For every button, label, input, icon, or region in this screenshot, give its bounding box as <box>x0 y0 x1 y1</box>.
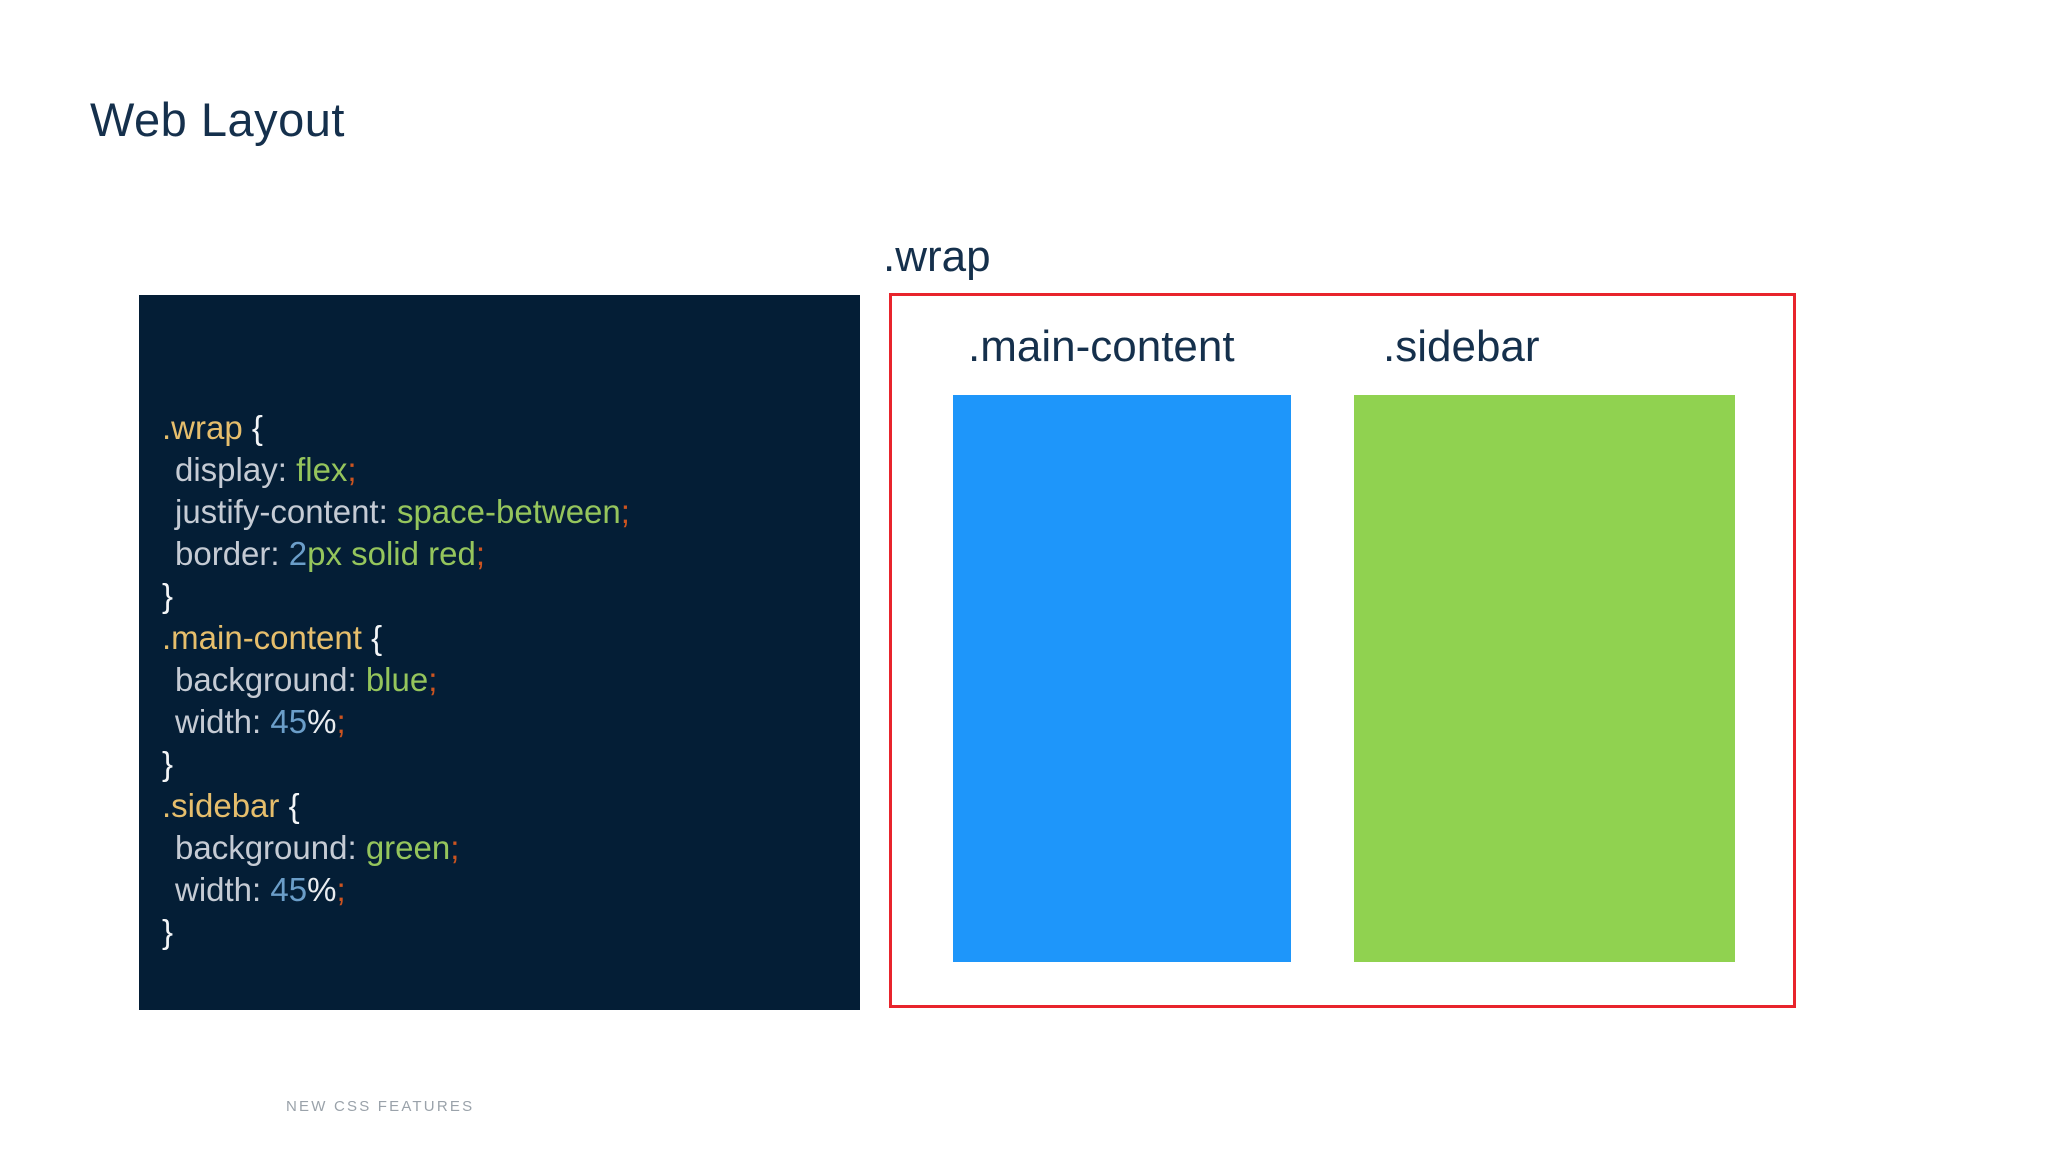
slide-footer: NEW CSS FEATURES <box>286 1098 475 1115</box>
main-content-label: .main-content <box>968 322 1235 371</box>
code-line: .wrap { <box>162 407 840 449</box>
slide-title: Web Layout <box>90 93 345 146</box>
code-line: } <box>162 575 840 617</box>
code-token-semicolon: ; <box>336 703 346 740</box>
code-line: background: blue; <box>162 659 840 701</box>
code-line: } <box>162 911 840 953</box>
code-token-number: 45 <box>270 871 308 908</box>
code-token-brace: } <box>162 745 174 782</box>
code-token-property: background: <box>175 829 366 866</box>
code-token-semicolon: ; <box>475 535 486 572</box>
code-token-property: border: <box>175 535 289 572</box>
code-line: display: flex; <box>162 449 840 491</box>
code-token-property: width: <box>175 871 271 908</box>
css-code-panel: .wrap { display: flex; justify-content: … <box>139 295 860 1010</box>
code-token-semicolon: ; <box>450 829 460 866</box>
code-token-semicolon: ; <box>336 871 346 908</box>
main-content-box <box>953 395 1291 962</box>
code-token-number: 45 <box>270 703 308 740</box>
code-token-value: px solid red <box>307 535 476 572</box>
code-token-semicolon: ; <box>620 493 630 530</box>
code-token-brace: { <box>279 787 300 824</box>
code-token-property: background: <box>175 661 366 698</box>
code-token-percent: % <box>307 703 337 740</box>
code-line: border: 2px solid red; <box>162 533 840 575</box>
code-line: } <box>162 743 840 785</box>
code-token-number: 2 <box>288 535 308 572</box>
code-token-value: flex <box>296 451 348 488</box>
sidebar-label: .sidebar <box>1383 322 1540 371</box>
code-token-selector: .sidebar <box>162 787 280 824</box>
wrap-label: .wrap <box>883 232 991 281</box>
code-token-brace: { <box>242 409 263 446</box>
code-line: width: 45%; <box>162 869 840 911</box>
code-token-brace: } <box>162 577 174 614</box>
code-token-semicolon: ; <box>347 451 357 488</box>
code-token-value: space-between <box>396 493 621 530</box>
code-token-property: justify-content: <box>175 493 397 530</box>
code-token-selector: .wrap <box>162 409 243 446</box>
code-token-selector: .main-content <box>162 619 362 656</box>
code-token-brace: { <box>361 619 383 656</box>
code-line: width: 45%; <box>162 701 840 743</box>
code-line: .main-content { <box>162 617 840 659</box>
code-line: justify-content: space-between; <box>162 491 840 533</box>
code-line: background: green; <box>162 827 840 869</box>
code-token-property: display: <box>175 451 297 488</box>
code-token-value: blue <box>365 661 429 698</box>
code-line: .sidebar { <box>162 785 840 827</box>
sidebar-box <box>1354 395 1735 962</box>
code-token-brace: } <box>162 913 174 950</box>
code-token-percent: % <box>307 871 337 908</box>
code-token-property: width: <box>175 703 271 740</box>
code-token-semicolon: ; <box>428 661 438 698</box>
code-token-value: green <box>365 829 451 866</box>
